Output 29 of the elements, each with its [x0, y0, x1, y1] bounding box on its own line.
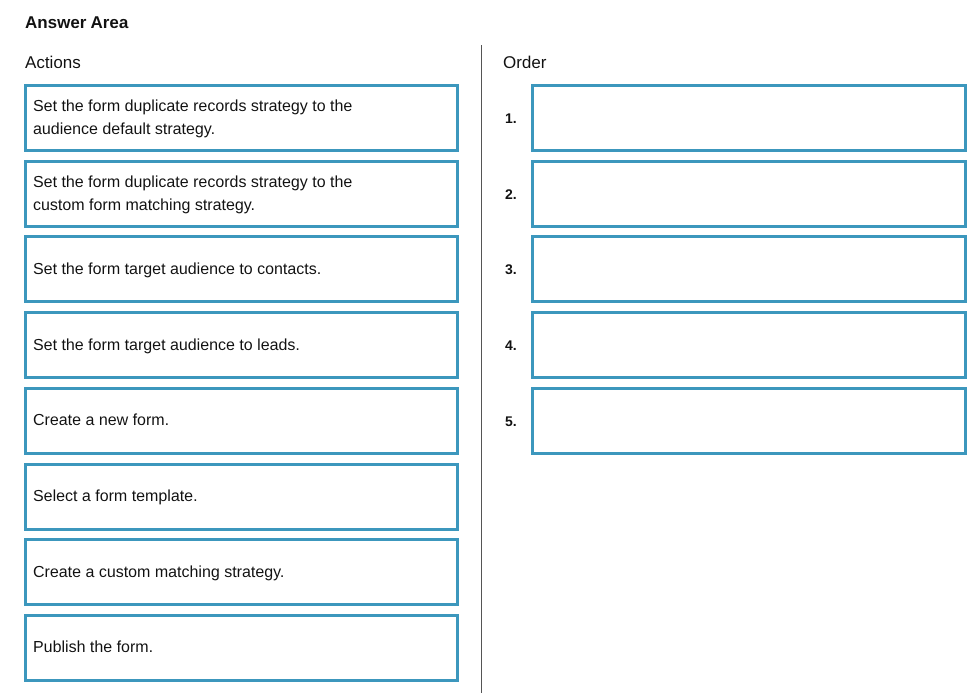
step-number: 2. [505, 184, 517, 204]
action-box [24, 614, 459, 682]
answer-slot [531, 386, 967, 455]
answer-slot [531, 235, 967, 304]
step-number: 3. [505, 260, 517, 280]
heading: Answer Area [25, 12, 128, 34]
column-heading: Actions [25, 52, 81, 74]
answer-slot [531, 84, 967, 152]
action-text: Create a custom matching strategy. [33, 562, 284, 583]
answer-slot [531, 160, 967, 228]
action-text: Select a form template. [33, 487, 198, 507]
action-box [24, 462, 459, 530]
action-box [24, 538, 459, 606]
action-text: Create a new form. [33, 411, 170, 432]
action-box [24, 311, 459, 380]
action-text: Publish the form. [33, 638, 154, 658]
action-box [24, 235, 459, 304]
action-box [24, 386, 459, 455]
column-heading: Order [503, 52, 546, 74]
step-number: 1. [505, 109, 517, 128]
action-text: Set the form target audience to contacts. [33, 260, 322, 280]
step-number: 5. [505, 412, 517, 431]
step-number: 4. [505, 336, 517, 356]
answer-slot [531, 311, 967, 380]
action-text: Set the form duplicate records strategy to the audience default strategy. [33, 97, 354, 140]
action-box [24, 84, 459, 152]
action-text: Set the form target audience to leads. [33, 336, 300, 356]
action-text: Set the form duplicate records strategy to the custom form matching strategy. [33, 172, 354, 216]
action-box [24, 160, 459, 228]
